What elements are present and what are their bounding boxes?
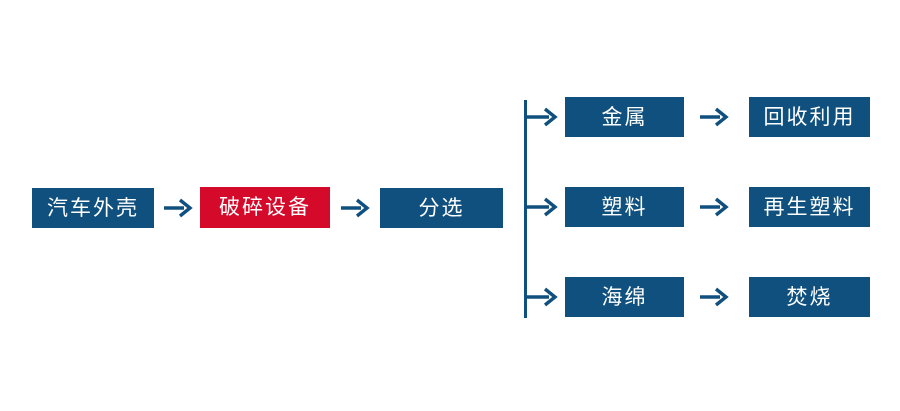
node-sorting[interactable]: 分选 xyxy=(380,188,503,228)
node-material-metal[interactable]: 金属 xyxy=(565,97,684,137)
branch-arrow-to-metal xyxy=(525,104,559,130)
node-crusher-equipment[interactable]: 破碎设备 xyxy=(200,187,330,228)
arrow-crusher-to-sorting xyxy=(340,195,370,221)
node-material-plastic[interactable]: 塑料 xyxy=(565,187,684,227)
node-destination-incineration[interactable]: 焚烧 xyxy=(749,277,870,317)
node-material-sponge[interactable]: 海绵 xyxy=(565,277,684,317)
node-destination-recycled-plastic[interactable]: 再生塑料 xyxy=(749,187,870,227)
branch-spine-line xyxy=(524,100,527,318)
arrow-plastic-to-recycled-plastic xyxy=(699,194,729,220)
branch-arrow-to-plastic xyxy=(525,194,559,220)
arrow-metal-to-recycle xyxy=(699,104,729,130)
arrow-sponge-to-incineration xyxy=(699,284,729,310)
branch-arrow-to-sponge xyxy=(525,284,559,310)
node-destination-recycle[interactable]: 回收利用 xyxy=(749,97,870,137)
node-car-shell[interactable]: 汽车外壳 xyxy=(32,188,154,228)
arrow-shell-to-crusher xyxy=(163,195,193,221)
